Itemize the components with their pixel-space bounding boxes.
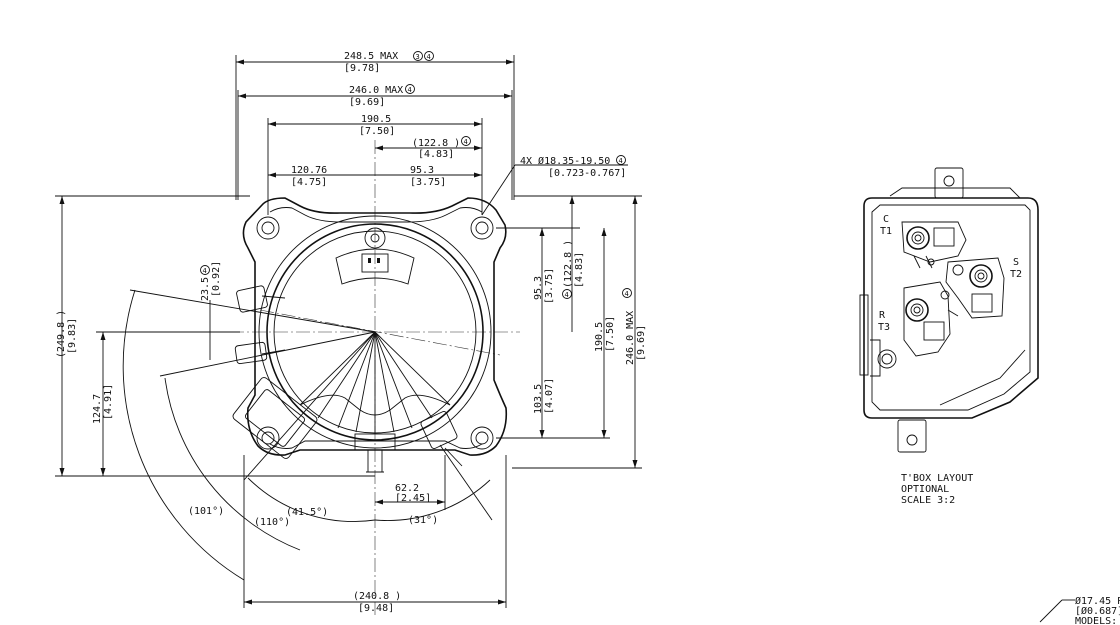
corner-note-line3: MODELS: T <box>1075 616 1120 625</box>
dim-height-124-inch: [4.91] <box>103 384 114 420</box>
suction-tubes-left <box>234 285 286 365</box>
dim-right-95-inch: [3.75] <box>544 268 555 304</box>
note-balloon <box>622 288 632 298</box>
dim-width-max: 248.5 MAX <box>344 51 398 62</box>
terminal-s-code: T2 <box>1010 269 1022 280</box>
compressor-base-plate <box>242 197 508 456</box>
dim-left-120-inch: [4.75] <box>291 177 327 188</box>
tbox-top-tab <box>934 167 964 199</box>
tbox-caption-line3: SCALE 3:2 <box>901 495 955 506</box>
dim-hole-dia: 4X Ø18.35-19.50 <box>520 155 610 167</box>
process-tube <box>354 433 396 473</box>
corner-note-line1: Ø17.45 P <box>1075 595 1120 607</box>
dim-bottom-240: (240.8 ) <box>353 591 401 602</box>
note-balloon <box>200 265 210 275</box>
protector-box <box>232 377 318 459</box>
note-balloon <box>616 155 626 165</box>
dim-right-246-inch: [9.69] <box>636 325 647 361</box>
tbox-caption-line1: T'BOX LAYOUT <box>901 473 973 484</box>
note-number: 4 <box>565 291 569 299</box>
dim-right-95: 95.3 <box>533 276 544 300</box>
terminal-run <box>903 281 959 357</box>
angle-41: (41.5°) <box>286 507 328 518</box>
dim-bottom-240-inch: [9.48] <box>358 603 394 614</box>
dim-right-190: 190.5 <box>594 322 605 352</box>
terminal-start <box>945 257 1005 319</box>
dim-bottom-62: 62.2 <box>395 483 419 494</box>
terminal-s-letter: S <box>1013 257 1019 268</box>
dim-offset-122: (122.8 ) <box>412 138 460 149</box>
dim-right-122-inch: [4.83] <box>574 252 585 288</box>
terminal-c-letter: C <box>883 214 889 225</box>
note-balloon <box>424 51 434 61</box>
dim-height-124: 124.7 <box>92 394 103 424</box>
note-balloon <box>413 51 423 61</box>
note-number: 4 <box>203 267 207 275</box>
dim-center-95-inch: [3.75] <box>410 177 446 188</box>
note-number: 3 <box>416 53 420 61</box>
dim-height-249: (249.8 ) <box>56 310 67 358</box>
dim-right-122: (122.8 ) <box>563 240 574 288</box>
dim-right-103: 103.5 <box>533 384 544 414</box>
dimension-lines <box>55 55 642 608</box>
note-number: 4 <box>427 53 431 61</box>
dim-right-246: 246.0 MAX <box>625 311 636 365</box>
compressor-shell <box>258 215 492 449</box>
dim-height-249-inch: [9.83] <box>67 318 78 354</box>
tbox-caption-line2: OPTIONAL <box>901 484 949 495</box>
terminal-common <box>901 221 967 269</box>
dim-left-120: 120.76 <box>291 165 327 176</box>
note-balloon <box>461 136 471 146</box>
dim-hole-dia-inch: [0.723-0.767] <box>548 168 626 179</box>
arrowheads <box>59 59 638 605</box>
dim-left-23-inch: [0.92] <box>211 261 222 297</box>
corner-note: Ø17.45 P [Ø0.687] MODELS: T <box>1039 595 1120 625</box>
dim-width-246: 246.0 MAX <box>349 85 403 96</box>
dim-center-95: 95.3 <box>410 165 434 176</box>
dim-right-190-inch: [7.50] <box>605 316 616 352</box>
angle-110: (110°) <box>254 517 290 528</box>
mounting-holes <box>256 216 494 450</box>
terminal-r-letter: R <box>879 310 886 321</box>
note-number: 4 <box>408 86 412 94</box>
note-balloon <box>562 289 572 299</box>
tbox-bottom-tab <box>897 419 927 453</box>
dim-left-23: 23.5 <box>200 277 211 301</box>
dimension-labels: 248.5 MAX [9.78] 246.0 MAX [9.69] 190.5 … <box>56 51 647 614</box>
angle-101: (101°) <box>188 506 224 517</box>
tbox-layout: C T1 S T2 R T3 T'BOX LAYOUT OPTIONAL SCA… <box>859 167 1039 506</box>
dim-mount-w-inch: [7.50] <box>359 126 395 137</box>
angle-31: (31°) <box>408 515 438 526</box>
terminal-cover-top <box>335 227 415 285</box>
note-number: 4 <box>464 138 468 146</box>
note-number: 4 <box>619 157 623 165</box>
dim-width-246-inch: [9.69] <box>349 97 385 108</box>
corner-note-line2: [Ø0.687] <box>1075 605 1120 617</box>
discharge-fitting <box>420 411 463 467</box>
dim-offset-122-inch: [4.83] <box>418 149 454 160</box>
dim-width-max-inch: [9.78] <box>344 63 380 74</box>
note-balloons: 3 4 4 4 4 4 4 4 <box>200 51 632 299</box>
terminal-c-code: T1 <box>880 226 892 237</box>
dim-mount-w: 190.5 <box>361 114 391 125</box>
dim-bottom-62-inch: [2.45] <box>395 493 431 504</box>
note-balloon <box>405 84 415 94</box>
note-number: 4 <box>625 290 629 298</box>
terminal-r-code: T3 <box>878 322 890 333</box>
dim-right-103-inch: [4.07] <box>544 378 555 414</box>
